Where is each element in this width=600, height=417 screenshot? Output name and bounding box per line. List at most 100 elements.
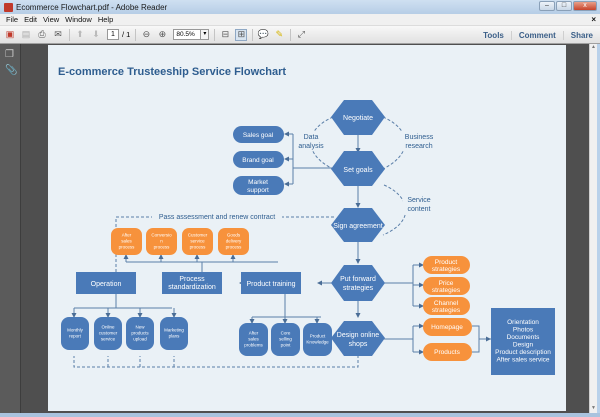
page-number-input[interactable]: 1 — [107, 29, 119, 40]
next-page-icon[interactable]: ⬇ — [92, 29, 100, 39]
goal-brand-label: Brand goal — [242, 157, 274, 164]
tools-link[interactable]: Tools — [483, 30, 504, 40]
fit-page-icon[interactable]: ⊟ — [221, 29, 230, 39]
op-item-online-service — [94, 317, 122, 350]
box-operation — [76, 272, 136, 294]
previous-page-icon[interactable]: ⬆ — [76, 29, 84, 39]
shop-item-homepage — [423, 318, 472, 336]
title-bar: Ecommerce Flowchart.pdf - Adobe Reader –… — [0, 0, 600, 14]
hexagon-design-shops — [331, 321, 385, 356]
menu-help[interactable]: Help — [97, 15, 114, 24]
zoom-dropdown-icon[interactable]: ▾ — [201, 29, 210, 40]
edge-label-pass-assessment: Pass assessment and renew contract — [159, 214, 275, 221]
divider — [135, 28, 137, 41]
menu-view[interactable]: View — [43, 15, 60, 24]
scroll-up-icon[interactable]: ▲ — [591, 44, 596, 50]
print-icon[interactable]: ⎙ — [38, 29, 46, 39]
zoom-out-icon[interactable]: ⊖ — [142, 29, 151, 39]
goal-brand — [233, 151, 284, 168]
expand-icon[interactable]: ⤢ — [297, 29, 305, 39]
toolbar: ▣ ▤ ⎙ ✉ ⬆ ⬇ 1 / 1 ⊖ ⊕ 80.5% ▾ ⊟ ⊞ 💬 ✎ ⤢ … — [0, 26, 600, 44]
maximize-button[interactable]: □ — [556, 1, 572, 11]
pages-icon[interactable]: ❐ — [5, 49, 14, 60]
close-button[interactable]: x — [573, 1, 597, 11]
goal-market-support — [233, 176, 284, 195]
divider — [69, 28, 70, 41]
divider — [252, 28, 254, 41]
page-total: / 1 — [122, 30, 131, 39]
products-label: Products — [434, 349, 460, 356]
label-negotiate: Negotiate — [343, 115, 373, 122]
taskbar-edge — [0, 413, 600, 417]
highlight-icon[interactable]: ✎ — [275, 29, 284, 39]
zoom-level-input[interactable]: 80.5% — [173, 29, 202, 40]
close-document-icon[interactable]: × — [591, 15, 596, 24]
process-after-sales — [111, 228, 142, 255]
op-item-marketing-plans — [160, 317, 188, 350]
scroll-down-icon[interactable]: ▼ — [591, 405, 596, 411]
minimize-button[interactable]: – — [539, 1, 555, 11]
window-title: Ecommerce Flowchart.pdf - Adobe Reader — [16, 2, 168, 12]
goal-sales — [233, 126, 284, 143]
zoom-in-icon[interactable]: ⊕ — [158, 29, 167, 39]
menu-edit[interactable]: Edit — [24, 15, 38, 24]
process-conversion — [146, 228, 177, 255]
menu-bar: File Edit View Window Help × — [0, 14, 600, 26]
fit-width-icon[interactable]: ⊞ — [235, 28, 248, 41]
save-icon[interactable]: ▤ — [21, 29, 31, 39]
training-item-core-selling — [271, 323, 300, 356]
box-process-standardization — [162, 272, 222, 294]
box-operation-label: Operation — [91, 281, 122, 288]
pdf-page: E-commerce Trusteeship Service Flowchart — [48, 45, 566, 411]
box-product-training — [241, 272, 301, 294]
divider — [214, 28, 216, 41]
strategy-product — [423, 256, 470, 274]
comment-icon[interactable]: 💬 — [257, 29, 269, 39]
hexagon-put-forward — [331, 265, 385, 301]
goal-sales-label: Sales goal — [243, 132, 274, 139]
hexagon-negotiate — [331, 100, 385, 135]
flowchart-title: E-commerce Trusteeship Service Flowchart — [58, 66, 286, 78]
label-sign-agreement: Sign agreement — [333, 223, 382, 230]
strategy-price — [423, 277, 470, 295]
content-box — [491, 308, 555, 375]
training-item-after-sales — [239, 323, 268, 356]
email-icon[interactable]: ✉ — [54, 29, 62, 39]
attachments-icon[interactable]: 📎 — [5, 65, 18, 76]
op-item-new-products — [126, 317, 154, 350]
homepage-label: Homepage — [431, 324, 463, 331]
op-item-monthly-report — [61, 317, 89, 350]
training-item-product-knowledge — [303, 323, 332, 356]
strategy-channel — [423, 297, 470, 315]
create-pdf-icon[interactable]: ▣ — [5, 29, 15, 39]
vertical-scrollbar[interactable]: ▲ ▼ — [589, 44, 597, 413]
box-training-label: Product training — [246, 281, 295, 288]
menu-window[interactable]: Window — [65, 15, 92, 24]
process-goods-delivery — [218, 228, 249, 255]
adobe-reader-icon — [4, 2, 13, 12]
comment-link[interactable]: Comment — [510, 30, 563, 40]
share-link[interactable]: Share — [562, 30, 600, 40]
menu-file[interactable]: File — [6, 15, 19, 24]
hexagon-sign-agreement — [331, 208, 385, 242]
